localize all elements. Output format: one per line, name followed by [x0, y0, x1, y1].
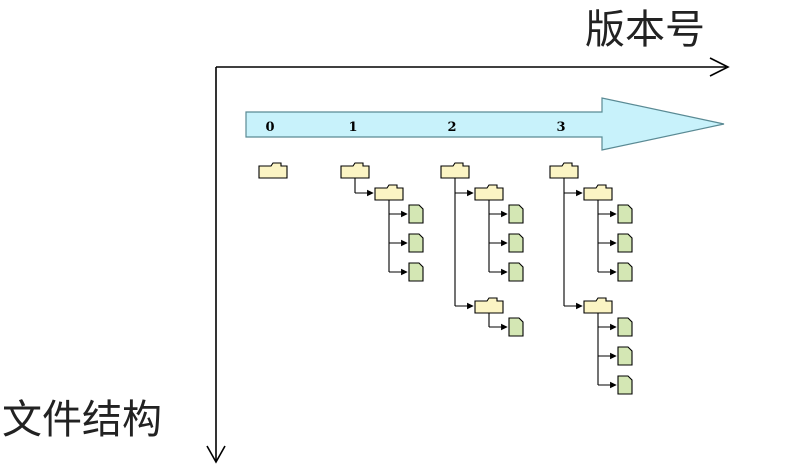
file-icon [617, 346, 633, 366]
version-tree-3 [549, 162, 633, 395]
subfolder-icon [583, 297, 613, 314]
file-icon [617, 204, 633, 224]
file-icon [617, 317, 633, 337]
file-icon [508, 233, 524, 253]
file-icon [617, 233, 633, 253]
y-axis-arrowhead [206, 445, 226, 464]
version-arrow [245, 97, 725, 151]
x-axis-arrowhead [709, 57, 730, 77]
subfolder-icon [374, 184, 404, 201]
subfolder-icon [583, 184, 613, 201]
root-folder-icon [549, 162, 579, 179]
file-icon [408, 233, 424, 253]
file-icon [508, 317, 524, 337]
y-axis-label: 文件结构 [2, 397, 162, 443]
root-folder-icon [440, 162, 470, 179]
version-labels: 0 1 2 3 [265, 120, 565, 135]
version-tree-1 [340, 162, 424, 282]
root-folder-icon [258, 162, 288, 179]
version-label-0: 0 [265, 120, 274, 135]
version-label-3: 3 [556, 120, 565, 135]
file-icon [617, 262, 633, 282]
file-icon [508, 204, 524, 224]
file-icon [408, 262, 424, 282]
version-tree-2 [440, 162, 524, 337]
version-label-2: 2 [447, 120, 456, 135]
root-folder-icon [340, 162, 370, 179]
version-tree-0 [258, 162, 288, 179]
file-icon [408, 204, 424, 224]
file-icon [508, 262, 524, 282]
subfolder-icon [474, 297, 504, 314]
file-icon [617, 375, 633, 395]
subfolder-icon [474, 184, 504, 201]
file-structure-trees [258, 162, 633, 395]
version-label-1: 1 [348, 120, 357, 135]
x-axis-label: 版本号 [585, 7, 705, 53]
